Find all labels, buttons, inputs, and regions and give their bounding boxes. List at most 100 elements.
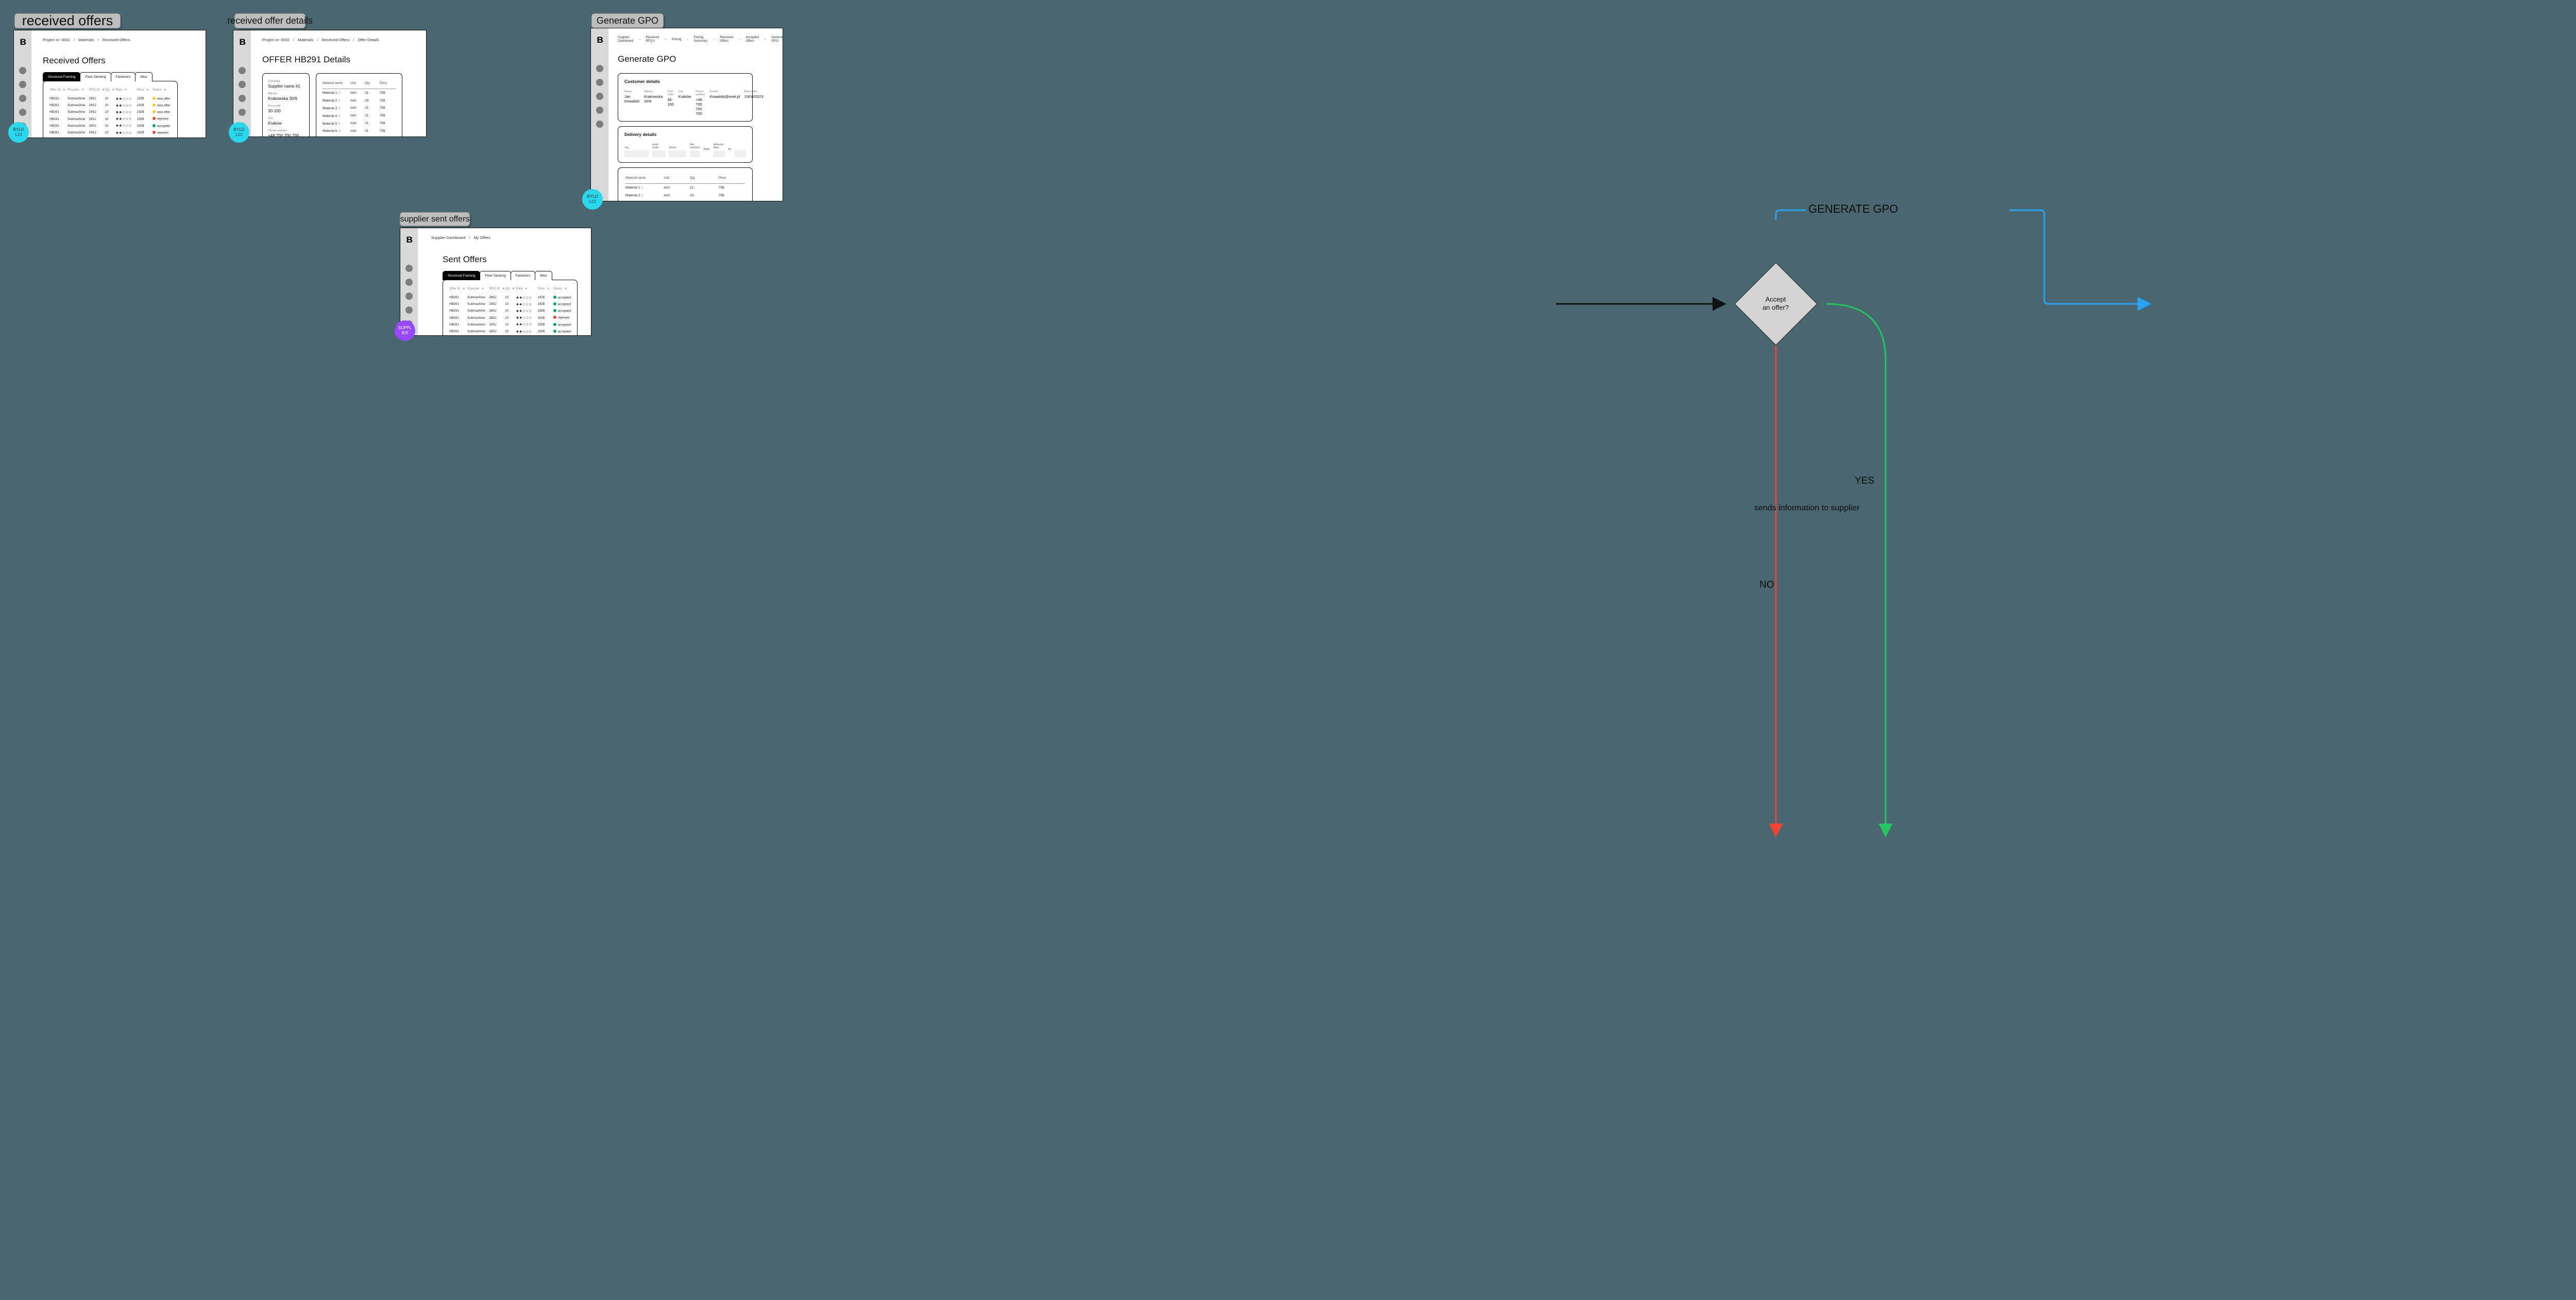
delivery-postcode-input[interactable] bbox=[652, 150, 666, 157]
sort-caret-icon[interactable]: ▼ bbox=[111, 89, 115, 92]
breadcrumb-item[interactable]: Materials bbox=[298, 38, 314, 42]
sort-caret-icon[interactable]: ▼ bbox=[146, 89, 149, 92]
info-icon[interactable]: ⓘ bbox=[640, 194, 644, 198]
breadcrumb-item[interactable]: Accepted Offers bbox=[745, 36, 759, 43]
tab-fasteners[interactable]: Fasteners bbox=[110, 72, 136, 81]
cell-qty: 23 bbox=[365, 98, 369, 102]
breadcrumb-item[interactable]: Received Offers bbox=[720, 36, 734, 43]
column-header-offer-id[interactable]: Offer ID▼ bbox=[49, 88, 66, 92]
column-header-qty[interactable]: Qty▼ bbox=[105, 88, 115, 92]
breadcrumb-item[interactable]: Generate GPO bbox=[771, 36, 783, 43]
breadcrumb-item[interactable]: Received Offers bbox=[321, 38, 350, 42]
sidebar-nav-dot[interactable] bbox=[239, 81, 246, 88]
column-header-rate[interactable]: Rate▼ bbox=[115, 88, 127, 92]
sort-caret-icon[interactable]: ▼ bbox=[124, 89, 127, 92]
info-icon[interactable]: ⓘ bbox=[337, 92, 341, 95]
sort-caret-icon[interactable]: ▼ bbox=[81, 89, 84, 92]
info-icon[interactable]: ⓘ bbox=[640, 186, 644, 190]
sidebar-nav-dot[interactable] bbox=[19, 95, 26, 102]
info-icon[interactable]: ⓘ bbox=[337, 130, 341, 133]
sidebar-nav-dot[interactable] bbox=[405, 279, 413, 286]
column-header-rfq-id[interactable]: RFQ ID▼ bbox=[89, 88, 105, 92]
breadcrumb-item[interactable]: Offer Details bbox=[358, 38, 379, 42]
sidebar-nav-dot[interactable] bbox=[596, 65, 603, 72]
breadcrumb-item[interactable]: Received Offers bbox=[102, 38, 130, 42]
tab-structural-framing[interactable]: Structural Framing bbox=[443, 271, 481, 280]
sidebar-nav-dot[interactable] bbox=[405, 306, 413, 314]
tab-structural-framing[interactable]: Structural Framing bbox=[43, 72, 81, 81]
column-header-provider[interactable]: Provider▼ bbox=[67, 88, 84, 92]
sort-caret-icon[interactable]: ▼ bbox=[462, 287, 466, 290]
sort-caret-icon[interactable]: ▼ bbox=[163, 89, 166, 92]
delivery-city-input[interactable] bbox=[624, 150, 649, 157]
sidebar-nav-dot[interactable] bbox=[19, 109, 26, 116]
column-header-price[interactable]: Price▼ bbox=[137, 88, 149, 92]
column-header-offer-id[interactable]: Offer ID▼ bbox=[449, 287, 466, 290]
breadcrumb-item[interactable]: Materials bbox=[78, 38, 94, 42]
sort-caret-icon[interactable]: ▼ bbox=[564, 287, 567, 290]
delivery-street-input[interactable] bbox=[669, 150, 686, 157]
sort-caret-icon[interactable]: ▼ bbox=[502, 287, 505, 290]
sidebar-nav-dot[interactable] bbox=[596, 107, 603, 114]
tab-misc[interactable]: Misc bbox=[535, 271, 552, 280]
breadcrumb-item[interactable]: Supplier Dashboard bbox=[431, 235, 466, 240]
column-header-provider[interactable]: Provider▼ bbox=[467, 287, 484, 290]
tab-floor-decking[interactable]: Floor Decking bbox=[480, 271, 511, 280]
info-icon[interactable]: ⓘ bbox=[337, 107, 341, 110]
field-label: Post code bbox=[268, 105, 281, 108]
column-header-rfq-id[interactable]: RFQ ID▼ bbox=[489, 287, 505, 290]
delivery-date-to-input[interactable] bbox=[734, 150, 747, 157]
breadcrumb-item[interactable]: Supplier Dashboard bbox=[618, 36, 634, 43]
column-header-price[interactable]: Price▼ bbox=[537, 287, 550, 290]
sidebar-nav-dot[interactable] bbox=[19, 67, 26, 74]
breadcrumb-item[interactable]: Received RFQ's bbox=[646, 36, 659, 43]
cell-price: 192$ bbox=[137, 136, 152, 138]
breadcrumb-item[interactable]: Project nr: 0002 bbox=[262, 38, 290, 42]
breadcrumb-item[interactable]: My Offers bbox=[473, 235, 490, 240]
breadcrumb-item[interactable]: Project nr: 0002 bbox=[43, 38, 70, 42]
delivery-date-from-input[interactable] bbox=[713, 150, 725, 157]
info-icon[interactable]: ⓘ bbox=[337, 99, 341, 103]
sort-caret-icon[interactable]: ▼ bbox=[481, 287, 484, 290]
sort-caret-icon[interactable]: ▼ bbox=[62, 89, 66, 92]
tab-floor-decking[interactable]: Floor Decking bbox=[80, 72, 111, 81]
info-icon[interactable]: ⓘ bbox=[337, 114, 341, 118]
sort-caret-icon[interactable]: ▼ bbox=[524, 287, 528, 290]
column-header-status[interactable]: Status▼ bbox=[152, 88, 166, 92]
sidebar-nav-dot[interactable] bbox=[405, 293, 413, 300]
delivery-flat-input[interactable] bbox=[689, 150, 700, 157]
tab-fasteners[interactable]: Fasteners bbox=[510, 271, 536, 280]
sidebar-nav-dot[interactable] bbox=[596, 121, 603, 128]
sort-caret-icon[interactable]: ▼ bbox=[547, 287, 550, 290]
sidebar-nav-dot[interactable] bbox=[239, 109, 246, 116]
sidebar-nav-dot[interactable] bbox=[405, 265, 413, 272]
column-header-rate[interactable]: Rate▼ bbox=[516, 287, 528, 290]
breadcrumb-item[interactable]: Pricing bbox=[671, 37, 682, 41]
sidebar-nav-dot[interactable] bbox=[239, 95, 246, 102]
column-header-status[interactable]: Status▼ bbox=[553, 287, 567, 290]
tab-misc[interactable]: Misc bbox=[135, 72, 152, 81]
column-header-qty[interactable]: Qty▼ bbox=[505, 287, 515, 290]
sort-caret-icon[interactable]: ▼ bbox=[101, 89, 105, 92]
breadcrumb-item[interactable]: Pricing Summary bbox=[693, 36, 708, 43]
sidebar-nav-dot[interactable] bbox=[239, 67, 246, 74]
sidebar-nav-dot[interactable] bbox=[596, 93, 603, 100]
sidebar-nav-dot[interactable] bbox=[596, 79, 603, 86]
sidebar-nav-dot[interactable] bbox=[19, 81, 26, 88]
sort-caret-icon[interactable]: ▼ bbox=[512, 287, 515, 290]
info-icon[interactable]: ⓘ bbox=[337, 122, 341, 126]
